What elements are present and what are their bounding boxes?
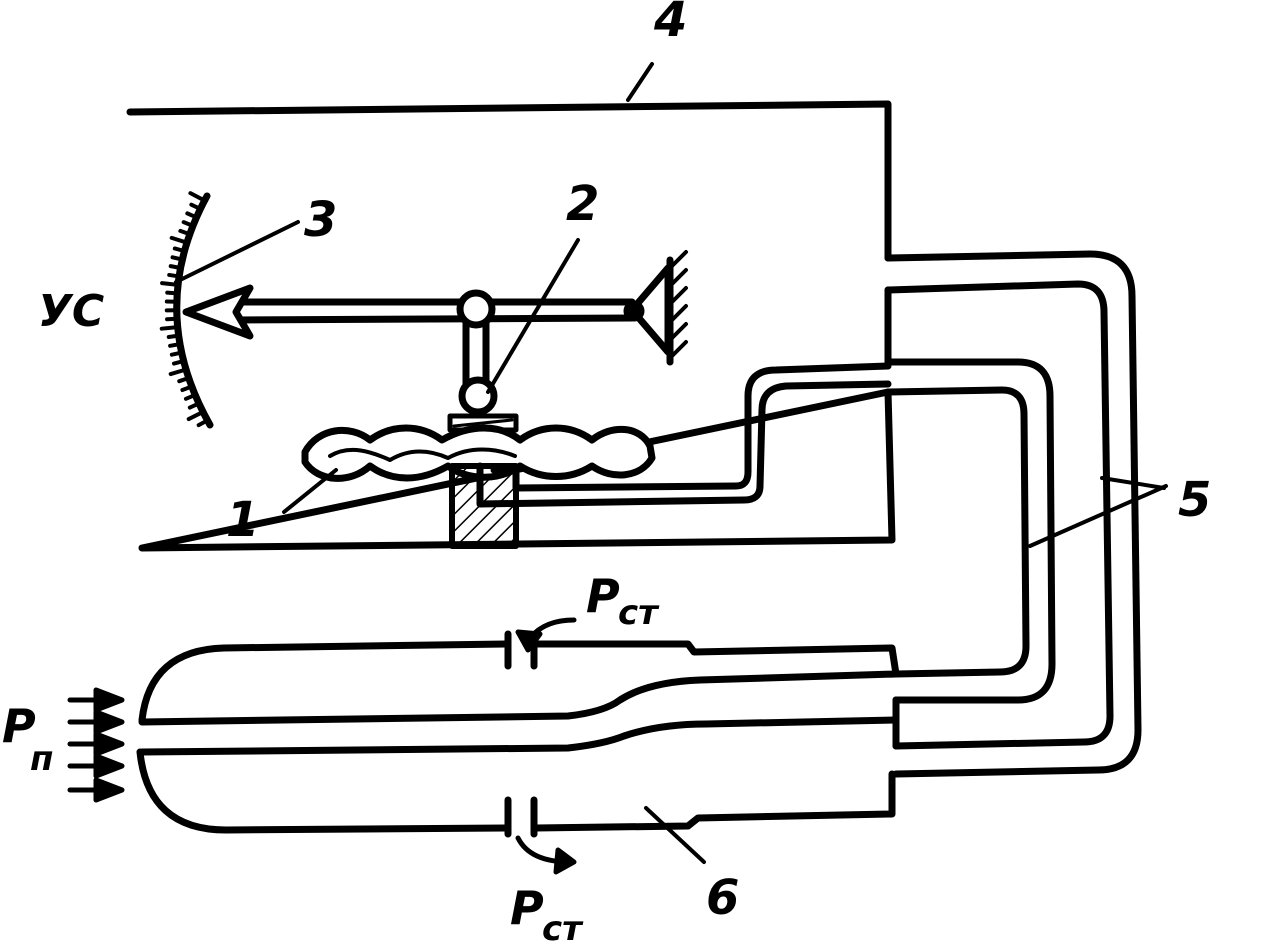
scale-tick: [159, 325, 180, 331]
scale-tick: [171, 359, 186, 366]
pointer-arrow: [182, 284, 636, 340]
scale-tick: [165, 290, 180, 296]
scale-tick: [166, 333, 181, 339]
label-1: 1: [226, 492, 259, 548]
scale-tick: [178, 228, 192, 237]
svg-text:P: P: [510, 881, 544, 935]
scale-tick: [168, 367, 189, 377]
scale-tick: [165, 316, 180, 322]
probe-body-upper: [138, 640, 900, 724]
label-static-pressure-bottom: P ст: [510, 881, 584, 948]
static-pressure-tube: [884, 358, 1056, 704]
scale-tick: [169, 350, 184, 357]
scale-tick: [186, 409, 206, 422]
svg-text:п: п: [30, 739, 54, 779]
static-pressure-tube-inner: [884, 386, 1030, 678]
label-4: 4: [653, 0, 687, 48]
scale-tick: [167, 272, 182, 279]
svg-text:P: P: [586, 569, 620, 623]
scale-ticks: [159, 191, 210, 428]
leader-lines: [174, 62, 1168, 864]
scale-tick: [169, 235, 189, 245]
svg-text:ст: ст: [618, 593, 660, 633]
static-line-inner: [490, 362, 892, 492]
scale-tick: [168, 264, 183, 271]
scale-tick: [185, 211, 199, 220]
static-flow-arrows: [515, 617, 577, 875]
scale-tick: [183, 392, 198, 401]
label-us: УС: [38, 286, 104, 337]
static-ports: [504, 630, 538, 838]
label-5: 5: [1178, 472, 1211, 528]
probe-body-lower: [136, 748, 896, 834]
scale-tick: [168, 342, 182, 348]
label-3: 3: [304, 192, 337, 248]
total-pressure-channel: [138, 670, 900, 756]
capsule-inner-wave: [328, 447, 517, 462]
label-2: 2: [566, 176, 599, 232]
label-total-pressure: P п: [2, 699, 54, 779]
scale-tick: [189, 202, 203, 211]
scale-tick: [172, 246, 187, 254]
scale-tick: [196, 418, 210, 428]
scale-tick: [160, 281, 180, 287]
aneroid-capsule: [301, 424, 656, 482]
scale-tick: [170, 255, 185, 262]
scale-tick: [177, 375, 191, 384]
scale-tick: [181, 220, 195, 228]
static-line-outer: [476, 380, 892, 508]
label-static-pressure-top: P ст: [586, 569, 660, 633]
total-pressure-tube: [884, 250, 1142, 778]
scale-tick: [188, 191, 207, 203]
scale-tick: [180, 384, 194, 393]
label-6: 6: [706, 870, 739, 926]
svg-text:ст: ст: [542, 909, 584, 948]
total-pressure-arrows: [67, 687, 125, 803]
scale-tick: [187, 401, 201, 410]
transmission-linkage: [447, 289, 519, 433]
pointer-pivot: [623, 250, 688, 366]
svg-text:P: P: [2, 699, 36, 753]
